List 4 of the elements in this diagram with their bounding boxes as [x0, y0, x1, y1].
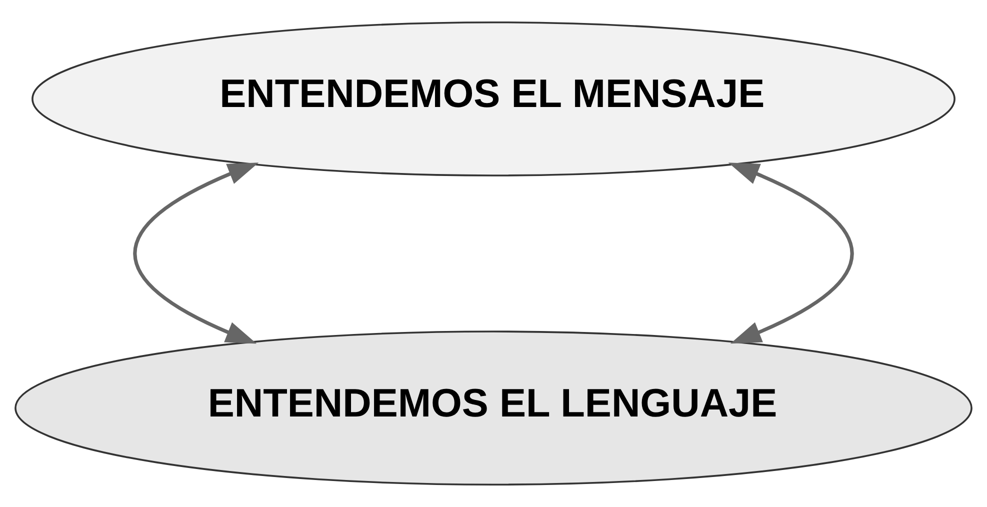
node-ellipse: ENTENDEMOS EL MENSAJE: [32, 21, 956, 176]
arrow: [133, 162, 259, 344]
arrow: [728, 162, 854, 344]
node-ellipse: ENTENDEMOS EL LENGUAJE: [14, 330, 972, 486]
